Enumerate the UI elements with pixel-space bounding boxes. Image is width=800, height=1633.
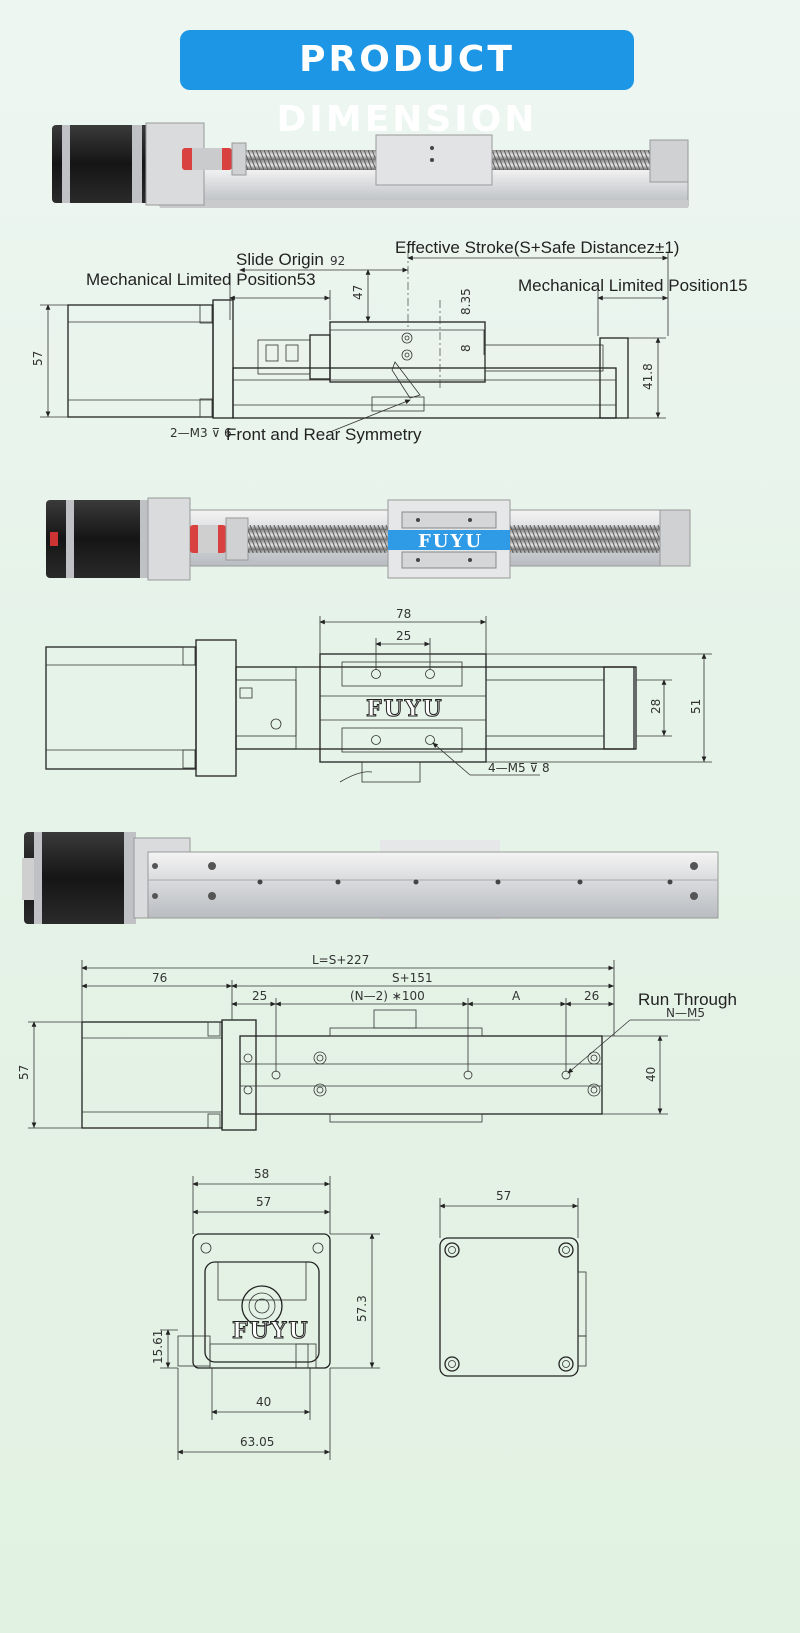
dim-57-bottom: 57 — [17, 1065, 31, 1080]
dim-57-side: 57 — [31, 351, 45, 366]
dim-40-end: 40 — [256, 1395, 271, 1409]
dim-total-length: L=S+227 — [312, 953, 369, 967]
dim-57-end: 57 — [256, 1195, 271, 1209]
dim-26: 26 — [584, 989, 599, 1003]
dim-63-05: 63.05 — [240, 1435, 274, 1449]
dim-a: A — [512, 989, 521, 1003]
dim-47: 47 — [351, 285, 365, 300]
bottom-view-drawing — [28, 960, 700, 1131]
hole-spec-m3: 2—M3 ⊽ 6 — [170, 426, 232, 440]
mech-limit-right-label: Mechanical Limited Position15 — [518, 276, 748, 295]
product-photo-bottom — [22, 832, 719, 924]
dim-58: 58 — [254, 1167, 269, 1181]
run-through-label: Run Through — [638, 990, 737, 1009]
dim-28: 28 — [649, 699, 663, 714]
dim-41-8: 41.8 — [641, 363, 655, 390]
side-elevation-drawing — [40, 250, 669, 433]
brand-label-end-view: FUYU — [232, 1318, 310, 1344]
top-view-drawing — [45, 616, 712, 783]
dim-78: 78 — [396, 607, 411, 621]
dim-8: 8 — [459, 344, 473, 352]
brand-label-drawing-top: FUYU — [366, 696, 444, 722]
dim-8-35: 8.35 — [459, 288, 473, 315]
front-rear-symmetry-label: Front and Rear Symmetry — [226, 425, 422, 444]
dim-25-bottom: 25 — [252, 989, 267, 1003]
dim-57-3: 57.3 — [355, 1295, 369, 1322]
dim-15-61: 15.61 — [151, 1330, 165, 1364]
motor-face-drawing — [439, 1198, 587, 1377]
dim-s151: S+151 — [392, 971, 433, 985]
hole-spec-nm5: N—M5 — [666, 1006, 705, 1020]
dim-pitch: (N—2) ∗100 — [350, 989, 425, 1003]
dim-51: 51 — [689, 699, 703, 714]
dim-57-motor: 57 — [496, 1189, 511, 1203]
end-view-drawing — [160, 1176, 380, 1460]
effective-stroke-label: Effective Stroke(S+Safe Distancez±1) — [395, 238, 679, 257]
dim-25-top: 25 — [396, 629, 411, 643]
mech-limit-left-label: Mechanical Limited Position53 — [86, 270, 316, 289]
product-photo-side — [52, 122, 689, 208]
product-photo-top — [46, 497, 691, 581]
page-title: PRODUCT DIMENSION — [180, 30, 634, 140]
dim-76: 76 — [152, 971, 167, 985]
slide-origin-dim: 92 — [330, 254, 345, 268]
brand-label-photo-top: FUYU — [418, 531, 483, 552]
slide-origin-label: Slide Origin — [236, 250, 324, 269]
dim-40-bottom: 40 — [644, 1067, 658, 1082]
hole-spec-m5: 4—M5 ⊽ 8 — [488, 761, 550, 775]
